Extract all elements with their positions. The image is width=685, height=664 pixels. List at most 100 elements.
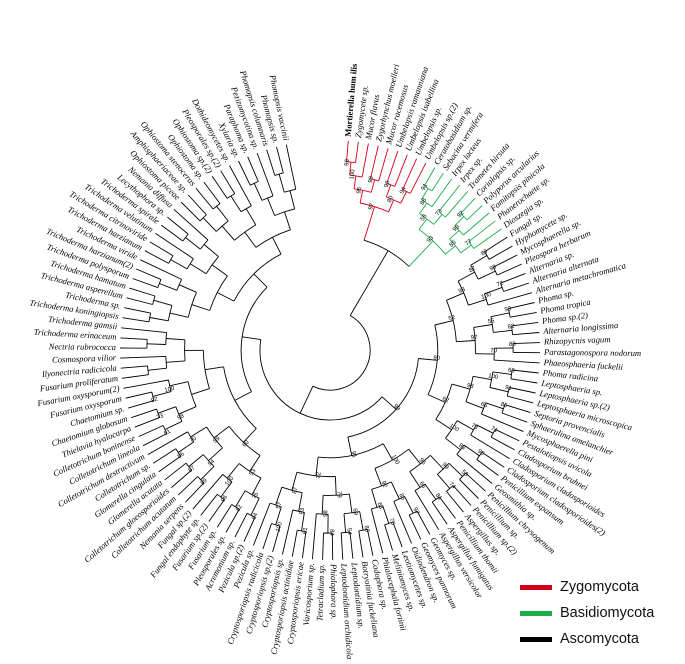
- tree-branch: [431, 172, 444, 192]
- bootstrap-value: 55: [487, 318, 495, 325]
- tree-branch: [225, 508, 240, 533]
- tree-branch: [149, 241, 174, 257]
- tree-branch: [178, 406, 197, 415]
- tree-arc: [421, 199, 433, 207]
- tree-branch: [191, 388, 210, 395]
- tree-arc: [445, 300, 457, 342]
- tree-branch: [473, 324, 493, 328]
- tree-branch: [244, 231, 257, 248]
- bootstrap-value: 53: [249, 468, 258, 477]
- bootstrap-value: 89: [200, 477, 209, 486]
- tree-arc: [271, 523, 281, 527]
- bootstrap-value: 100: [164, 386, 176, 394]
- tree-arc: [297, 529, 306, 532]
- tree-branch: [284, 211, 291, 230]
- bootstrap-value: 69: [351, 508, 358, 516]
- tree-arc: [374, 448, 409, 469]
- tree-branch: [301, 512, 305, 531]
- tree-arc: [206, 426, 223, 449]
- tree-branch: [512, 332, 540, 336]
- tree-branch: [134, 416, 160, 428]
- tree-branch: [427, 394, 446, 403]
- tree-branch: [281, 509, 294, 555]
- tree-arc: [384, 521, 394, 526]
- tree-arc: [460, 213, 468, 221]
- bootstrap-value: 92: [457, 210, 466, 219]
- tree-branch: [204, 366, 224, 371]
- tree-branch: [346, 140, 349, 162]
- tree-arc: [215, 220, 229, 232]
- bootstrap-value: 98: [384, 180, 392, 189]
- tree-branch: [463, 212, 490, 236]
- tree-branch: [164, 462, 187, 481]
- tree-branch: [146, 343, 166, 345]
- tree-branch: [251, 477, 262, 495]
- tree-arc: [468, 241, 475, 249]
- tree-branch: [128, 400, 155, 409]
- bootstrap-value: 100: [390, 454, 401, 466]
- bootstrap-value: 85: [500, 402, 509, 410]
- tree-branch: [253, 273, 268, 288]
- bootstrap-value: 100: [448, 423, 460, 434]
- tree-branch: [131, 408, 157, 419]
- tree-branch: [392, 521, 403, 548]
- tree-arc: [175, 448, 182, 457]
- tree-branch: [361, 143, 369, 178]
- legend-swatch-ascomycota: [520, 636, 552, 642]
- bootstrap-value: 100: [488, 373, 499, 381]
- taxon-label: Parastagonospora nodorum: [543, 347, 641, 358]
- tree-arc: [228, 426, 261, 456]
- tree-arc: [274, 208, 295, 216]
- tree-branch: [185, 482, 205, 503]
- tree-branch: [509, 387, 536, 394]
- tree-branch: [445, 437, 461, 451]
- tree-arc: [323, 493, 350, 496]
- tree-branch: [164, 420, 183, 430]
- bootstrap-value: 91: [421, 182, 430, 191]
- tree-arc: [386, 196, 401, 204]
- tree-branch: [226, 463, 240, 479]
- tree-branch: [355, 141, 359, 163]
- tree-arc: [341, 531, 351, 534]
- tree-branch: [238, 160, 251, 186]
- tree-branch: [272, 526, 281, 553]
- tree-branch: [349, 162, 352, 176]
- bootstrap-value: 72: [496, 280, 505, 288]
- tree-branch: [504, 404, 531, 414]
- tree-branch: [158, 455, 181, 473]
- tree-branch: [159, 283, 178, 291]
- tree-arc: [269, 502, 282, 508]
- tree-arc: [234, 224, 257, 241]
- tree-arc: [284, 188, 296, 193]
- tree-branch: [419, 202, 428, 215]
- tree-arc: [167, 305, 173, 321]
- tree-branch: [386, 151, 399, 184]
- tree-arc: [386, 182, 395, 187]
- tree-branch: [126, 297, 153, 305]
- bootstrap-value: 80: [387, 195, 395, 204]
- tree-arc: [157, 279, 162, 288]
- tree-branch: [179, 284, 197, 293]
- tree-arc: [231, 504, 240, 510]
- tree-branch: [431, 178, 453, 207]
- bootstrap-value: 98: [177, 413, 186, 421]
- tree-branch: [452, 485, 472, 506]
- tree-branch: [149, 317, 169, 322]
- tree-branch: [142, 433, 168, 447]
- tree-branch: [247, 156, 259, 182]
- tree-arc: [176, 279, 183, 291]
- bootstrap-value: 99: [212, 435, 221, 444]
- tree-branch: [221, 225, 235, 241]
- tree-branch: [167, 216, 189, 235]
- tree-branch: [278, 173, 285, 193]
- tree-branch: [454, 216, 465, 227]
- tree-branch: [243, 428, 257, 443]
- tree-branch: [446, 292, 464, 301]
- tree-arc: [449, 238, 462, 254]
- tree-branch: [371, 489, 378, 508]
- bootstrap-value: 56: [420, 213, 429, 222]
- tree-branch: [190, 426, 207, 438]
- tree-arc: [244, 490, 260, 499]
- tree-branch: [230, 195, 242, 213]
- legend-swatch-zygomycota: [520, 584, 552, 590]
